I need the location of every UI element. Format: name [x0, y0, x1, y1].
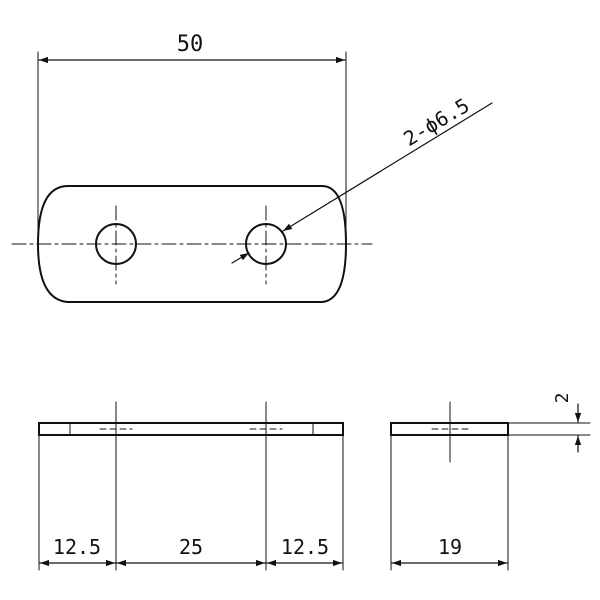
- plate-outline: [36, 185, 348, 303]
- segment-label-2: 25: [179, 535, 203, 559]
- hole-callout-label: 2-ϕ6.5: [399, 93, 473, 151]
- front-view: [38, 401, 344, 571]
- side-width-label: 19: [438, 535, 462, 559]
- segment-label-1: 12.5: [53, 535, 101, 559]
- hole-callout-leader: [282, 102, 493, 232]
- segment-label-3: 12.5: [281, 535, 329, 559]
- hole-callout-leader-tail: [231, 252, 250, 264]
- side-view: [390, 401, 591, 571]
- overall-length-label: 50: [177, 32, 204, 57]
- thickness-label: 2: [552, 393, 573, 404]
- top-view: [11, 51, 493, 303]
- front-plate-body: [38, 422, 344, 436]
